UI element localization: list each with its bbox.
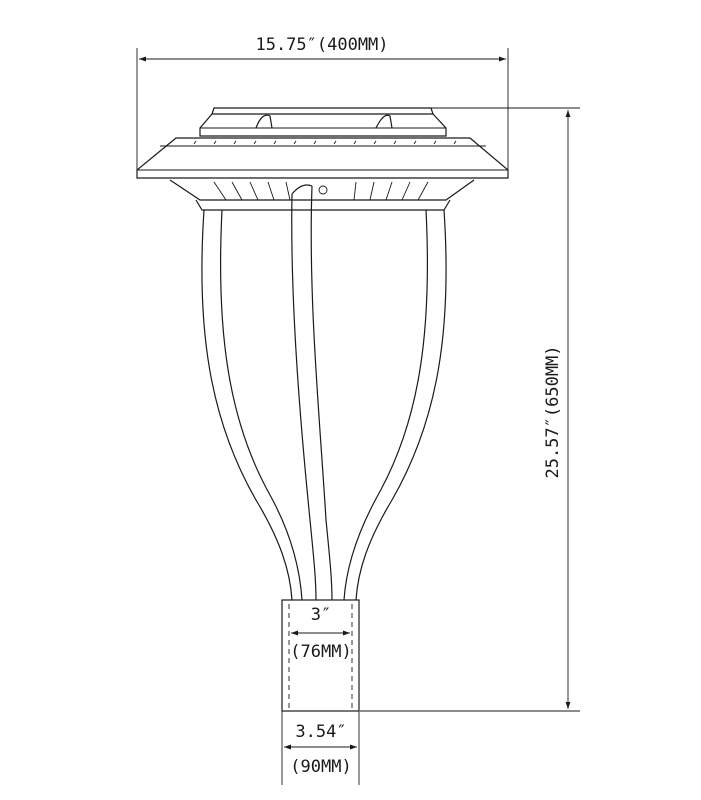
outer-diameter-dimension: 3.54″ (90MM)	[281, 711, 360, 785]
inner-diameter-mm-label: (76MM)	[290, 642, 351, 662]
inner-diameter-dimension: 3″ (76MM)	[290, 605, 351, 662]
heat-sink-fins	[213, 181, 429, 201]
width-label: 15.75″(400MM)	[255, 35, 388, 55]
left-arm-inner	[219, 209, 303, 601]
luminaire-head	[136, 107, 509, 211]
sensor-bump-right	[375, 114, 393, 129]
height-dimension: 25.57″(650MM)	[360, 107, 580, 712]
top-cap-dome	[199, 113, 447, 137]
width-dimension: 15.75″(400MM)	[136, 35, 509, 178]
outer-diameter-inch-label: 3.54″	[295, 722, 346, 742]
left-arm-outer	[201, 209, 293, 601]
right-arm-outer	[355, 209, 447, 601]
housing-vents	[193, 140, 457, 145]
support-arms	[201, 184, 447, 601]
top-cap-rim	[211, 107, 434, 115]
inner-diameter-inch-label: 3″	[311, 605, 331, 625]
height-label: 25.57″(650MM)	[543, 345, 563, 478]
center-fitting	[318, 185, 328, 195]
heat-sink-underside	[169, 179, 475, 201]
outer-diameter-mm-label: (90MM)	[290, 757, 351, 777]
housing-shell	[136, 137, 509, 179]
lens-ring	[195, 199, 451, 211]
center-arm-left	[291, 193, 317, 601]
fitter-body	[281, 599, 360, 712]
right-arm-inner	[343, 209, 429, 601]
pole-fitter	[281, 599, 360, 712]
center-arm-right	[310, 185, 333, 601]
sensor-bump-left	[255, 114, 273, 129]
